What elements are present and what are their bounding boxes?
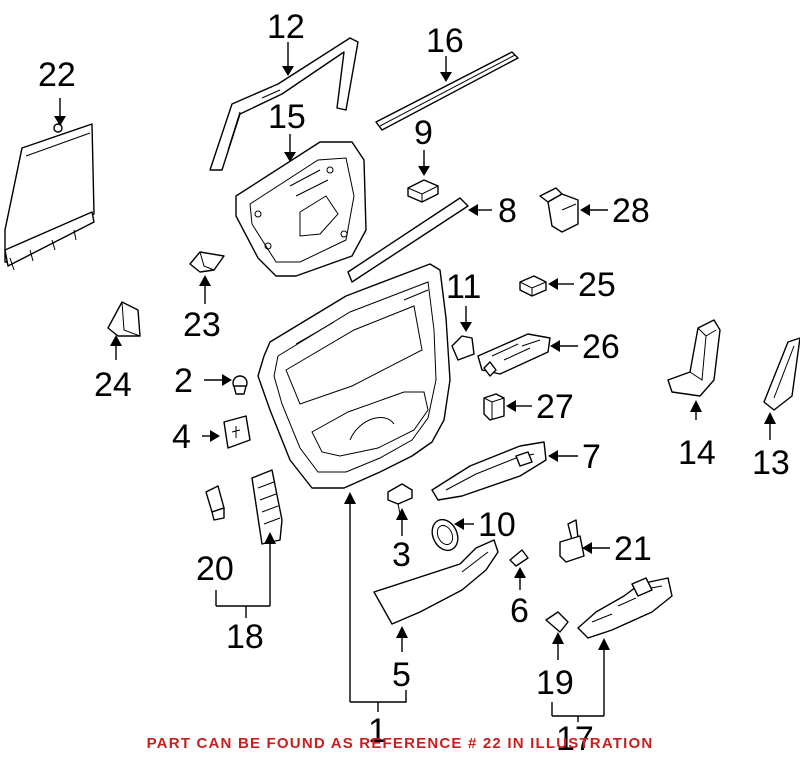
callout-2: 2 xyxy=(174,362,193,400)
callout-1: 1 xyxy=(368,712,387,750)
part-14-pull-handle xyxy=(667,319,721,397)
callout-27: 27 xyxy=(536,388,574,426)
part-15-inner-panel xyxy=(235,141,367,277)
part-2-fastener xyxy=(232,375,248,395)
callout-14: 14 xyxy=(678,434,716,472)
callout-20: 20 xyxy=(196,550,234,588)
part-23-bracket xyxy=(189,251,225,273)
part-4-switch xyxy=(223,415,251,449)
part-3-screw xyxy=(387,483,413,515)
callout-23: 23 xyxy=(183,306,221,344)
callout-26: 26 xyxy=(582,328,620,366)
callout-7: 7 xyxy=(582,438,601,476)
part-13-trim-strip xyxy=(763,337,800,411)
callout-15: 15 xyxy=(268,98,306,136)
part-26-switch-bezel xyxy=(477,333,551,377)
part-18-lamp xyxy=(251,469,283,545)
callout-labels: 12 16 22 15 9 8 28 11 25 23 26 24 2 27 4… xyxy=(38,8,790,758)
part-25-clip xyxy=(519,275,547,297)
callout-18: 18 xyxy=(226,618,264,656)
part-22-sunshade xyxy=(4,123,95,271)
part-9-clip xyxy=(407,179,439,203)
part-7-armrest xyxy=(431,441,547,501)
callout-22: 22 xyxy=(38,56,76,94)
part-16-belt-molding xyxy=(375,51,519,131)
callout-10: 10 xyxy=(478,506,516,544)
callout-19: 19 xyxy=(536,664,574,702)
part-10-grille xyxy=(431,518,459,552)
callout-8: 8 xyxy=(498,192,517,230)
part-11-cover xyxy=(451,335,475,361)
part-17-lamp-assembly xyxy=(577,577,673,639)
callout-17: 17 xyxy=(556,720,594,758)
part-1-trim-panel xyxy=(257,263,451,489)
callout-6: 6 xyxy=(510,592,529,630)
reference-note: PART CAN BE FOUND AS REFERENCE # 22 IN I… xyxy=(146,735,654,752)
part-27-switch xyxy=(483,393,505,421)
callout-25: 25 xyxy=(578,266,616,304)
callout-13: 13 xyxy=(752,444,790,482)
callout-12: 12 xyxy=(267,8,305,46)
part-12-run-channel xyxy=(209,37,359,171)
callout-21: 21 xyxy=(614,530,652,568)
callout-24: 24 xyxy=(94,366,132,404)
part-20-bulb xyxy=(205,485,225,521)
callout-4: 4 xyxy=(172,418,191,456)
callout-3: 3 xyxy=(392,536,411,574)
part-5-map-pocket xyxy=(373,539,499,625)
part-8-weatherstrip xyxy=(347,197,469,283)
callout-9: 9 xyxy=(414,114,433,152)
part-28-switch xyxy=(539,187,579,233)
callout-11: 11 xyxy=(446,268,481,306)
leader-lines xyxy=(54,42,776,722)
part-21-connector xyxy=(559,519,585,563)
part-6-clip xyxy=(509,549,529,567)
callout-5: 5 xyxy=(392,656,411,694)
callout-28: 28 xyxy=(612,192,650,230)
part-19-bulb xyxy=(545,611,569,633)
part-24-bracket xyxy=(107,301,141,337)
callout-16: 16 xyxy=(426,22,464,60)
